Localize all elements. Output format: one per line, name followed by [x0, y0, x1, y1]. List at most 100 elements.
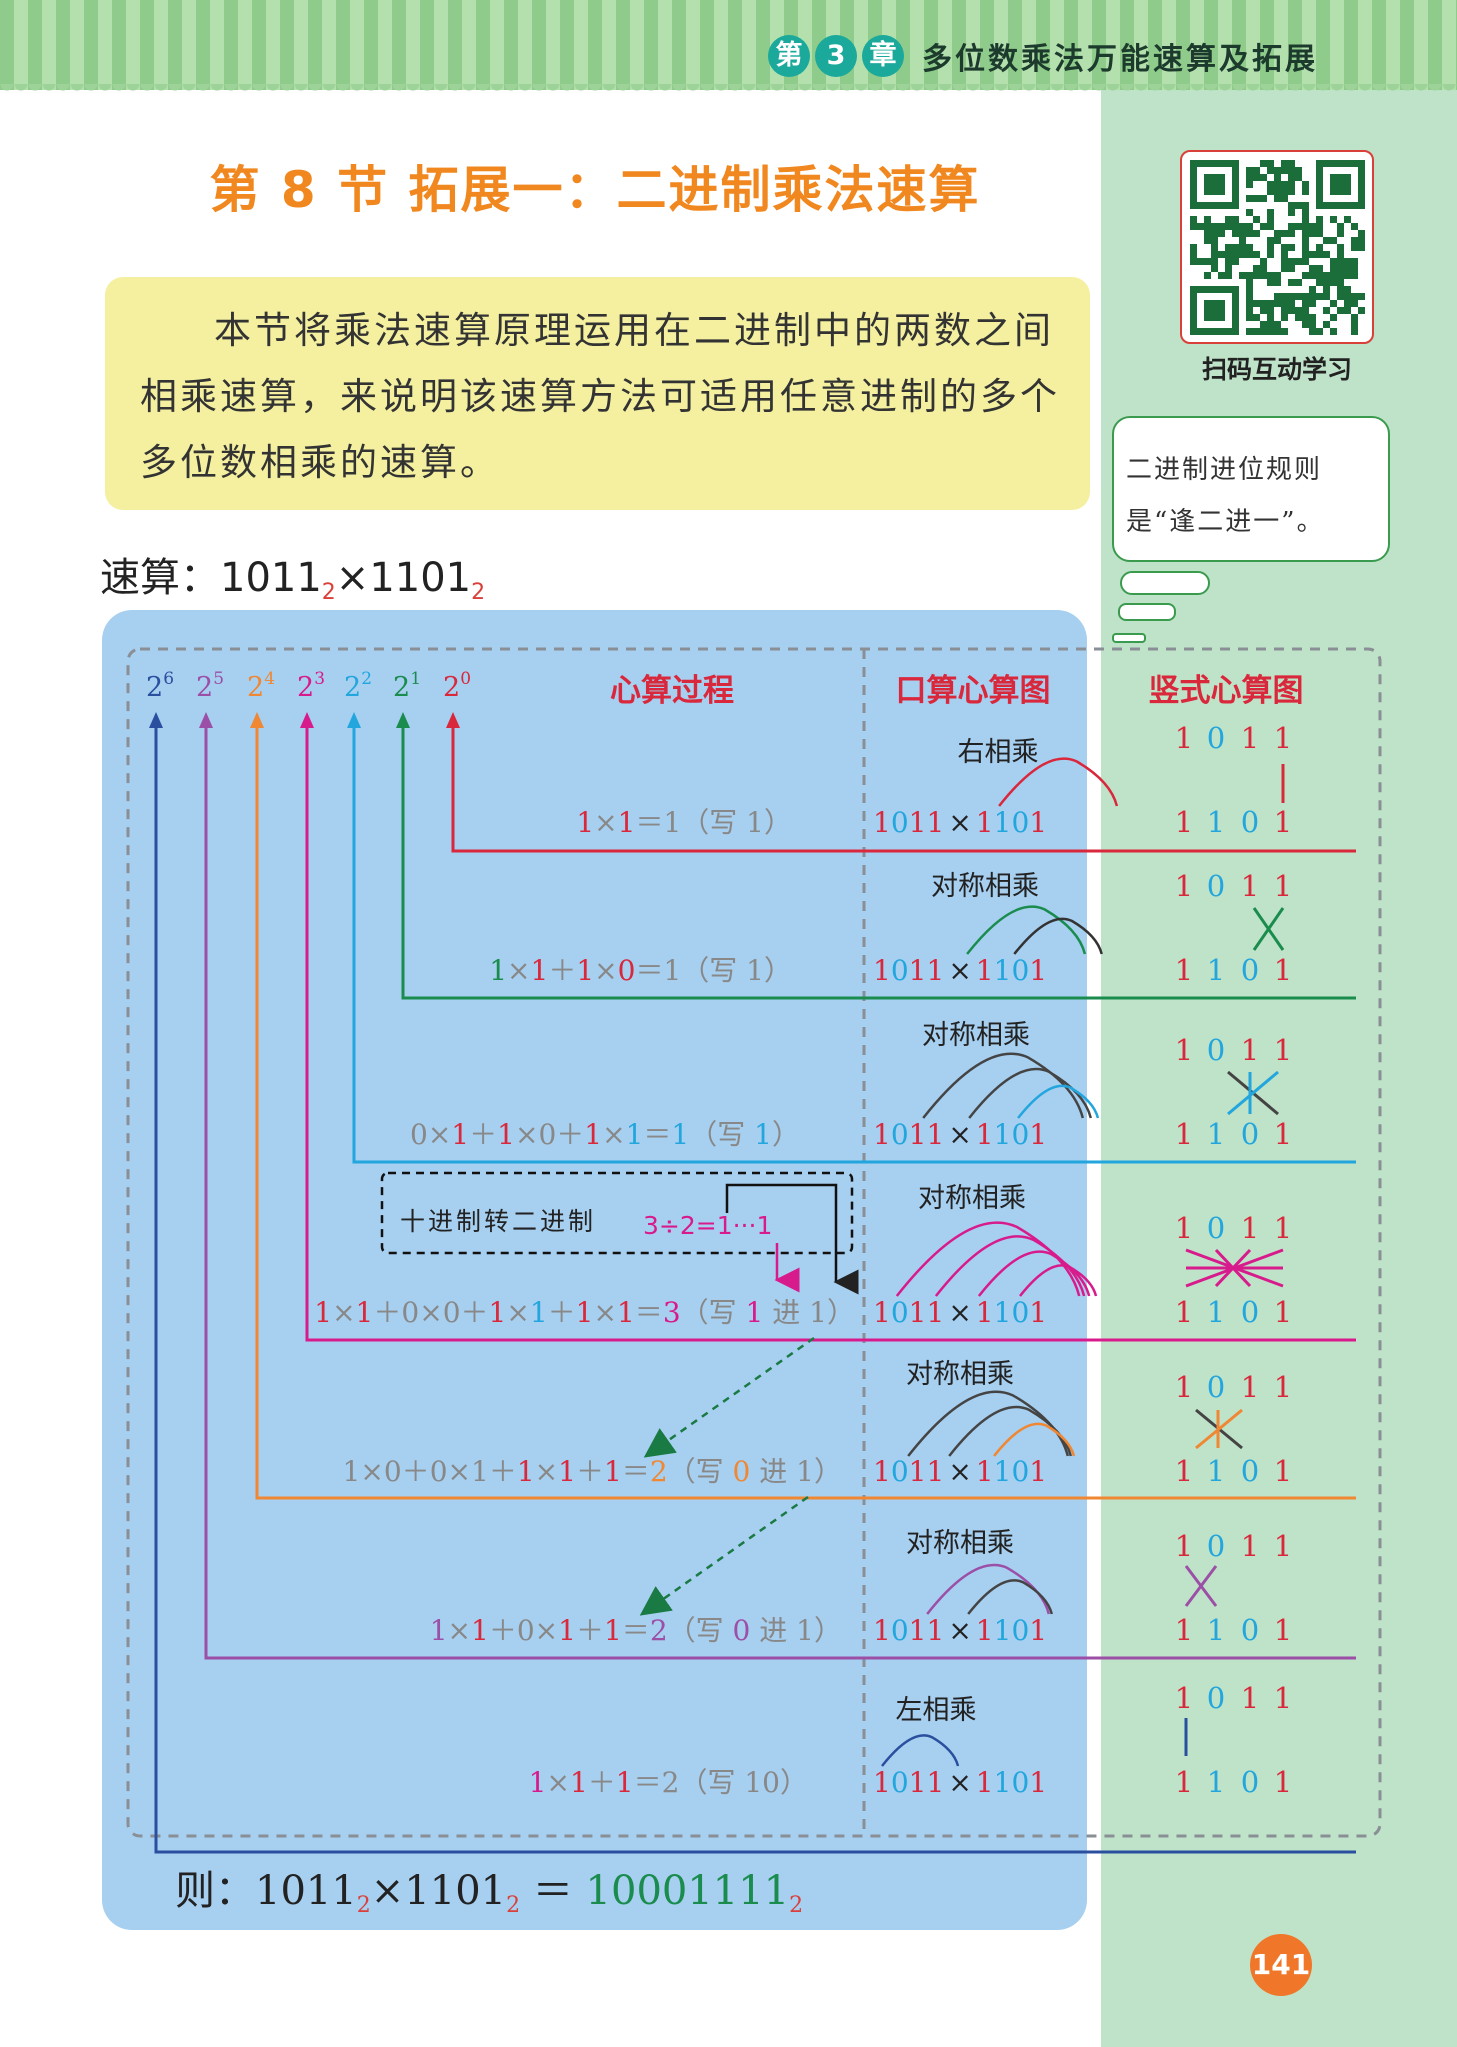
qr-cell	[1281, 167, 1288, 174]
equation-part: ＝	[622, 1614, 650, 1647]
qr-cell	[1302, 307, 1309, 314]
equation-part: ×	[535, 1614, 558, 1647]
vertical-top-digit: 1	[1241, 1211, 1259, 1245]
qr-cell	[1302, 209, 1309, 216]
oral-times: ×	[948, 1296, 971, 1329]
qr-code[interactable]	[1180, 150, 1374, 344]
equation-part: ＋	[469, 1118, 497, 1151]
qr-cell	[1330, 300, 1337, 307]
oral-operands: 1011×1101	[873, 1614, 1047, 1647]
result-label: 则：	[175, 1868, 255, 1914]
equation-part: ＋	[489, 1455, 517, 1488]
equation-part: ×	[546, 1766, 569, 1799]
qr-cell	[1267, 314, 1274, 321]
qr-cell	[1288, 265, 1295, 272]
equation-part: ×	[448, 1614, 471, 1647]
place-value-arrowhead	[347, 712, 361, 728]
oral-arc	[1017, 1084, 1100, 1119]
qr-cell	[1225, 251, 1232, 258]
qr-cell	[1232, 216, 1239, 223]
oral-times: ×	[948, 1614, 971, 1647]
oral-digit: 1	[1029, 1455, 1047, 1488]
worked-example-panel	[102, 610, 1087, 1930]
qr-cell	[1281, 188, 1288, 195]
power-base: 2	[247, 672, 264, 703]
oral-digit: 1	[873, 1296, 891, 1329]
qr-cell	[1246, 251, 1253, 258]
oral-times: ×	[948, 954, 971, 987]
equation-part: 1	[530, 1296, 548, 1329]
qr-cell	[1260, 328, 1267, 335]
equation-part: 1	[576, 1296, 594, 1329]
qr-cell	[1316, 272, 1323, 279]
equation-part: ＝	[635, 1296, 663, 1329]
oral-digit: 1	[909, 1614, 927, 1647]
qr-cell	[1274, 230, 1281, 237]
qr-cell	[1288, 223, 1295, 230]
vertical-top-digit: 1	[1241, 721, 1259, 755]
equation-part: 2	[650, 1455, 668, 1488]
qr-cell	[1323, 293, 1330, 300]
qr-cell	[1281, 251, 1288, 258]
column-header-vertical: 竖式心算图	[1149, 673, 1304, 709]
qr-cell	[1309, 314, 1316, 321]
qr-cell	[1253, 174, 1260, 181]
qr-cell	[1295, 279, 1302, 286]
vertical-bottom-digit: 1	[1274, 1295, 1292, 1329]
oral-digit: 0	[891, 1766, 909, 1799]
conversion-expression: 3÷2=1···1	[643, 1211, 772, 1240]
oral-operands: 1011×1101	[873, 954, 1047, 987]
qr-cell	[1239, 251, 1246, 258]
qr-cell	[1309, 265, 1316, 272]
qr-cell	[1267, 279, 1274, 286]
oral-times: ×	[948, 1118, 971, 1151]
thought-bubble-large	[1120, 571, 1210, 595]
oral-digit: 1	[994, 1455, 1012, 1488]
oral-digit: 1	[1029, 1614, 1047, 1647]
equation-part: ＋	[576, 1614, 604, 1647]
equation-part: 1	[517, 1455, 535, 1488]
qr-cell	[1218, 223, 1225, 230]
equation-part: 1	[471, 1455, 489, 1488]
vertical-bottom-digit: 1	[1207, 953, 1225, 987]
qr-cell	[1246, 230, 1253, 237]
qr-cell	[1246, 174, 1253, 181]
qr-cell	[1225, 265, 1232, 272]
formula-operand-b: 1101	[369, 555, 472, 601]
vertical-bottom-digit: 1	[1175, 1295, 1193, 1329]
oral-digit: 1	[1029, 806, 1047, 839]
equation-part: 2（写 10）	[662, 1766, 808, 1799]
qr-cell	[1232, 244, 1239, 251]
qr-cell	[1344, 272, 1351, 279]
qr-cell	[1253, 265, 1260, 272]
qr-cell	[1288, 167, 1295, 174]
equation-part: ＝1（写 1）	[635, 954, 792, 987]
oral-arc	[1019, 1264, 1098, 1297]
step-equation: 0×1＋1×0＋1×1＝1（写 1）	[410, 1118, 800, 1151]
qr-cell	[1274, 300, 1281, 307]
power-base: 2	[443, 672, 460, 703]
chapter-number-badge: 3	[815, 35, 857, 77]
oral-arc	[993, 1422, 1076, 1457]
vertical-bottom-digit: 0	[1241, 1613, 1259, 1647]
qr-cell	[1295, 223, 1302, 230]
oral-digit: 1	[1029, 1766, 1047, 1799]
qr-cell	[1246, 223, 1253, 230]
qr-cell	[1246, 244, 1253, 251]
qr-cell	[1337, 223, 1344, 230]
oral-digit: 1	[873, 1766, 891, 1799]
oral-digit: 1	[909, 954, 927, 987]
oral-times: ×	[948, 1455, 971, 1488]
equation-part: ＝	[622, 1455, 650, 1488]
qr-cell	[1288, 244, 1295, 251]
qr-cell	[1225, 258, 1232, 265]
qr-cell	[1337, 272, 1344, 279]
vertical-top-digit: 1	[1175, 721, 1193, 755]
oral-digit: 0	[891, 1118, 909, 1151]
qr-cell	[1204, 230, 1211, 237]
oral-digit: 1	[994, 1296, 1012, 1329]
qr-cell	[1281, 307, 1288, 314]
qr-cell	[1197, 258, 1204, 265]
place-value-arrowhead	[199, 712, 213, 728]
qr-cell	[1253, 300, 1260, 307]
